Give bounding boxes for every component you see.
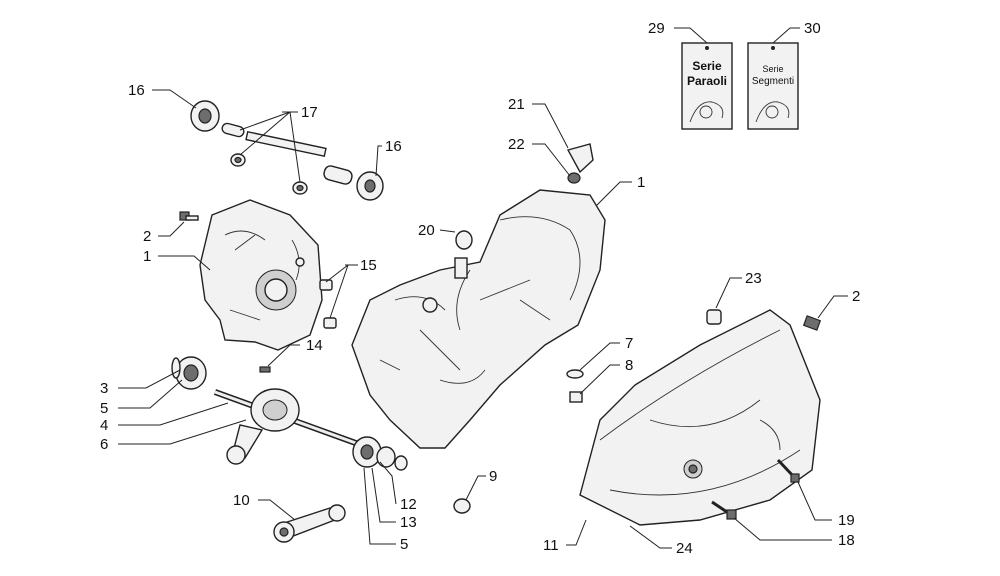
bearing-left-16	[190, 100, 220, 132]
bearing-right-16	[356, 171, 384, 201]
callout-3: 3	[100, 380, 108, 397]
screw-2-right	[802, 315, 822, 331]
screw-2-left	[179, 211, 199, 221]
callout-8: 8	[625, 357, 633, 374]
callout-2-right: 2	[852, 288, 860, 305]
callout-20: 20	[418, 222, 435, 239]
crankcase-main	[351, 189, 606, 449]
crankshaft-assembly	[171, 356, 377, 465]
crankcase-half-left	[199, 199, 323, 351]
callout-labels: 16 17 16 2 1 15 14 3 5 4 6 10 20 21 22 1…	[100, 20, 860, 557]
seal-kit-card-segmenti: Serie Segmenti	[747, 42, 799, 130]
callout-16-left: 16	[128, 82, 145, 99]
callout-21: 21	[508, 96, 525, 113]
callout-7: 7	[625, 335, 633, 352]
kit-paraoli-line1: Serie	[692, 59, 722, 73]
bushing-17	[221, 122, 353, 195]
spring-22	[567, 172, 581, 184]
callout-4: 4	[100, 417, 108, 434]
transmission-cover-24	[579, 309, 821, 526]
screw-19	[776, 458, 800, 483]
callout-9: 9	[489, 468, 497, 485]
callout-30: 30	[804, 20, 821, 37]
cap-23	[706, 309, 722, 325]
washer-7	[566, 369, 584, 379]
callout-16-right: 16	[385, 138, 402, 155]
callout-22: 22	[508, 136, 525, 153]
callout-5-right: 5	[400, 536, 408, 553]
seal-kit-card-paraoli: Serie Paraoli	[681, 42, 733, 130]
callout-12: 12	[400, 496, 417, 513]
kit-segmenti-line1: Serie	[762, 64, 783, 74]
callout-2-left: 2	[143, 228, 151, 245]
callout-1-right: 1	[637, 174, 645, 191]
bearing-right-5	[352, 436, 408, 471]
callout-14: 14	[306, 337, 323, 354]
kit-paraoli-line2: Paraoli	[687, 74, 727, 88]
callout-13: 13	[400, 514, 417, 531]
callout-29: 29	[648, 20, 665, 37]
callout-19: 19	[838, 512, 855, 529]
cap-20	[455, 230, 473, 250]
dowels-15	[319, 279, 337, 329]
callout-1-left: 1	[143, 248, 151, 265]
nut-9	[453, 498, 471, 514]
leader-lines	[118, 27, 848, 549]
callout-18: 18	[838, 532, 855, 549]
connecting-rod-10	[273, 504, 346, 543]
callout-11: 11	[543, 537, 559, 554]
callout-6: 6	[100, 436, 108, 453]
screw-18	[711, 500, 737, 520]
pin-14	[259, 366, 271, 373]
callout-23: 23	[745, 270, 762, 287]
callout-10: 10	[233, 492, 250, 509]
plug-21	[566, 143, 594, 174]
callout-24: 24	[676, 540, 693, 557]
callout-15: 15	[360, 257, 377, 274]
plug-8	[569, 391, 583, 403]
callout-5-left: 5	[100, 400, 108, 417]
kit-segmenti-line2: Segmenti	[752, 76, 794, 87]
callout-17: 17	[301, 104, 318, 121]
